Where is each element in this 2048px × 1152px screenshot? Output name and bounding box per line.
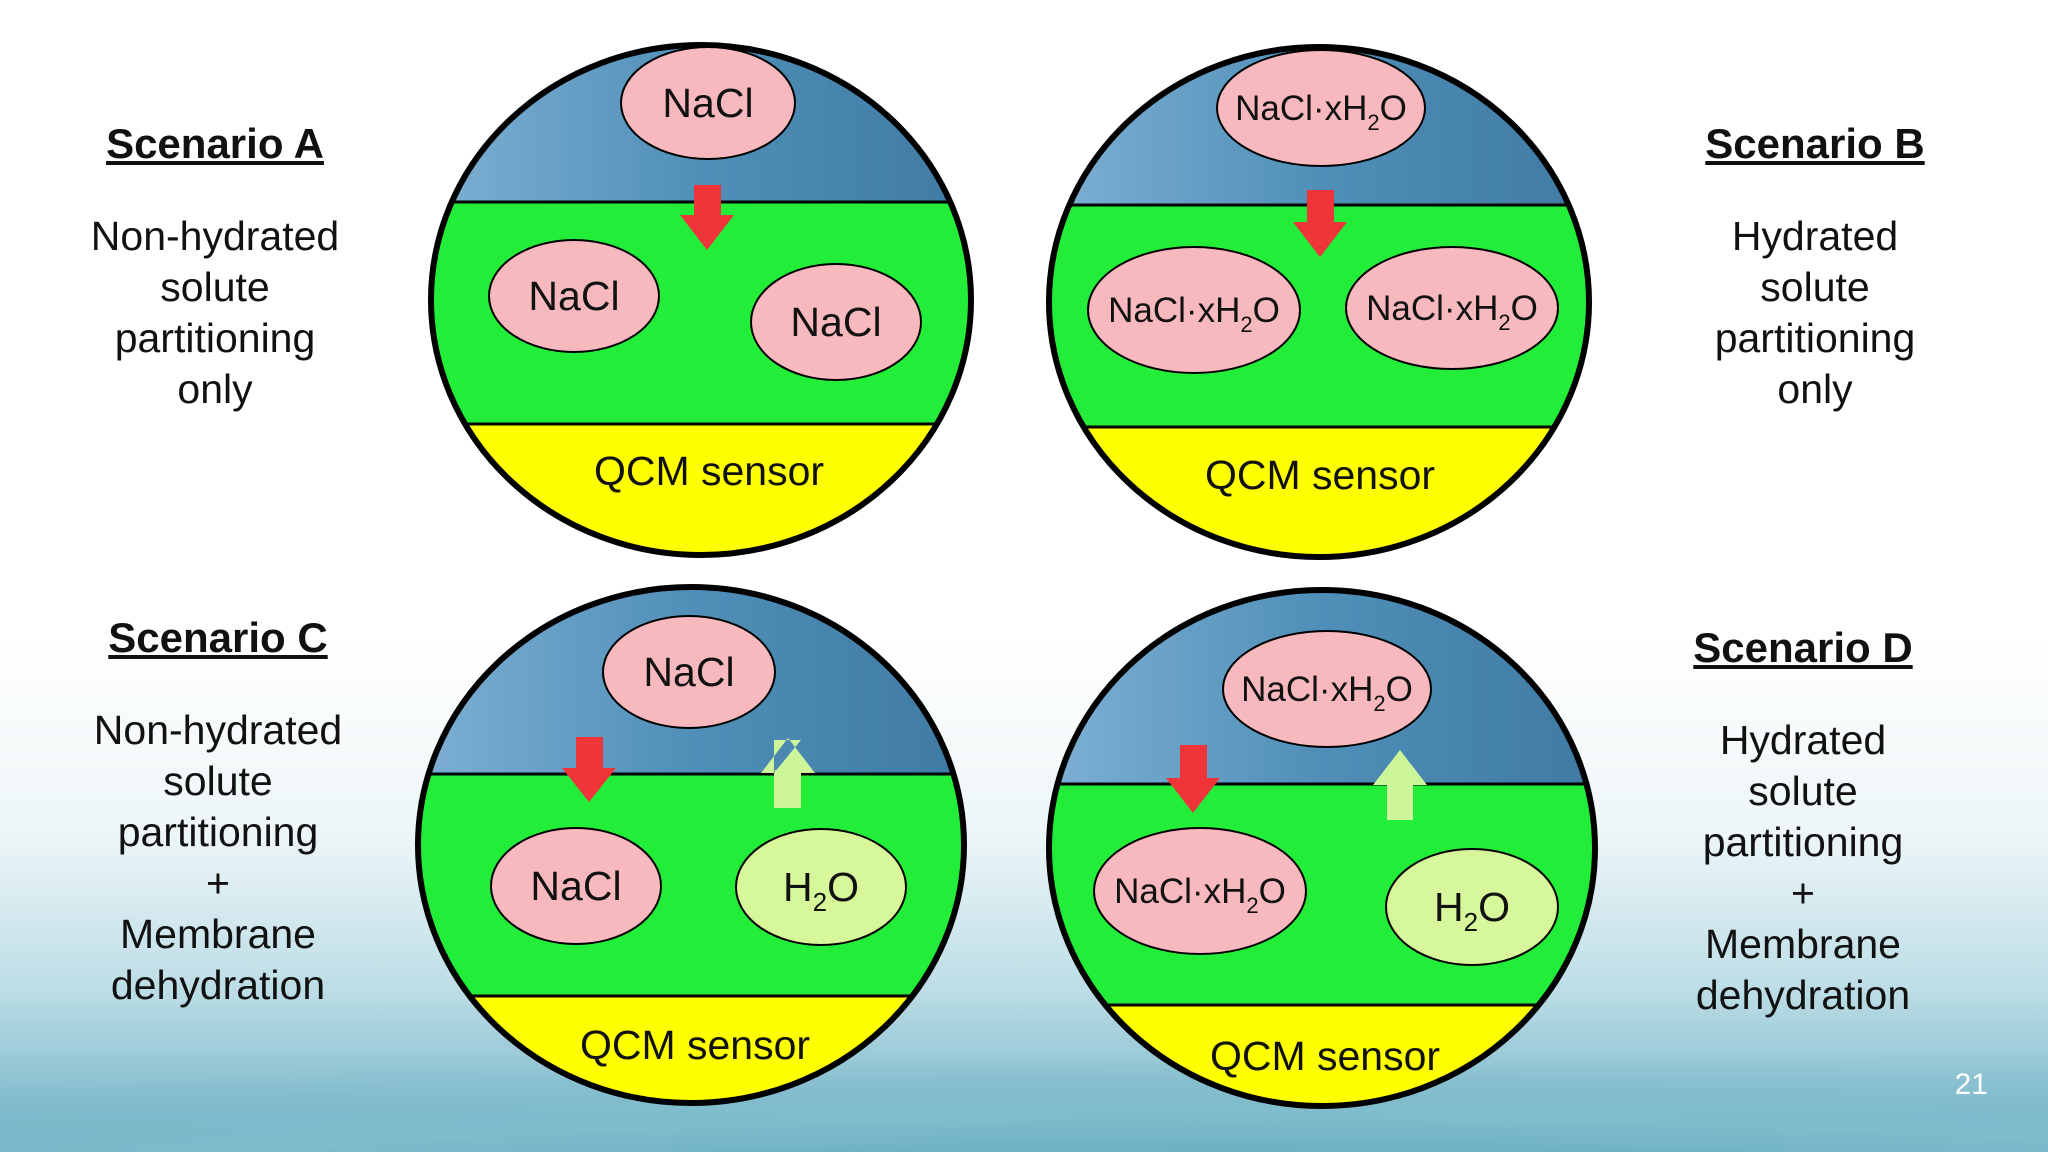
scenario-d-diagram: NaCl·xH2O NaCl·xH2O H2O QCM sensor <box>1046 587 1598 1109</box>
slide-number: 21 <box>1954 1068 1988 1101</box>
water-membrane-ellipse <box>1385 848 1559 966</box>
scenario-c-line-5: Membrane <box>120 911 316 957</box>
scenario-a-heading: Scenario A <box>106 120 324 167</box>
qcm-sensor-label: QCM sensor <box>580 1022 810 1068</box>
scenario-d-heading: Scenario D <box>1693 624 1913 671</box>
scenario-c-diagram: NaCl NaCl H2O QCM sensor <box>415 584 967 1106</box>
qcm-sensor-label: QCM sensor <box>594 448 824 494</box>
nacl-membrane-label: NaCl <box>530 863 621 909</box>
nacl-solute-label: NaCl <box>643 649 734 695</box>
scenario-a-line-2: solute <box>160 264 270 310</box>
nacl-solute-label: NaCl <box>662 80 753 126</box>
scenario-a-label: Scenario A Non-hydrated solute partition… <box>60 118 370 415</box>
scenario-d-line-1: Hydrated <box>1719 717 1887 763</box>
scenario-c-label: Scenario C Non-hydrated solute partition… <box>63 612 373 1011</box>
hydrated-membrane-ellipse-1 <box>1087 246 1301 374</box>
scenario-d-line-5: Membrane <box>1705 921 1901 967</box>
scenario-b-line-3: partitioning <box>1714 315 1916 361</box>
scenario-c-line-6: dehydration <box>110 962 326 1008</box>
hydrated-solute-ellipse <box>1216 49 1426 167</box>
partition-arrow-down <box>562 737 616 802</box>
dehydration-arrow-up <box>1373 750 1427 820</box>
nacl-membrane-ellipse <box>490 827 662 945</box>
nacl-membrane-label-2: NaCl <box>790 299 881 345</box>
hydrated-solute-label: NaCl·xH2O <box>1241 670 1413 716</box>
scenario-d-line-3: partitioning <box>1702 819 1904 865</box>
scenario-c-line-1: Non-hydrated <box>93 707 343 753</box>
scenario-a-line-4: only <box>177 366 253 412</box>
hydrated-membrane-label-1: NaCl·xH2O <box>1108 291 1280 337</box>
dehydration-arrow-up-shaft <box>775 770 801 808</box>
partition-arrow-down <box>680 185 734 250</box>
hydrated-membrane-ellipse <box>1093 827 1307 955</box>
scenario-a-diagram: NaCl NaCl NaCl QCM sensor <box>428 42 974 558</box>
qcm-sensor-label: QCM sensor <box>1205 452 1435 498</box>
scenario-d-label: Scenario D Hydrated solute partitioning … <box>1648 622 1958 1021</box>
hydrated-membrane-label-2: NaCl·xH2O <box>1366 289 1538 335</box>
scenario-c-line-3: partitioning <box>117 809 319 855</box>
background-wave <box>0 852 2048 1152</box>
scenario-c-heading: Scenario C <box>108 614 328 661</box>
nacl-membrane-ellipse-2 <box>750 263 922 381</box>
scenario-d-line-6: dehydration <box>1695 972 1911 1018</box>
scenario-d-line-2: solute <box>1748 768 1858 814</box>
nacl-membrane-ellipse-1 <box>488 239 660 353</box>
water-membrane-label: H2O <box>1434 884 1510 937</box>
partition-arrow-down <box>1166 745 1220 813</box>
partition-arrow-down <box>1293 190 1347 257</box>
sensor-layer <box>431 424 971 555</box>
hydrated-solute-label: NaCl·xH2O <box>1235 89 1407 135</box>
scenario-b-label: Scenario B Hydrated solute partitioning … <box>1660 118 1970 415</box>
scenario-d-line-4: + <box>1791 870 1815 916</box>
nacl-solute-ellipse <box>620 46 796 160</box>
nacl-membrane-label-1: NaCl <box>528 273 619 319</box>
scenario-b-line-2: solute <box>1760 264 1870 310</box>
scenario-b-line-1: Hydrated <box>1731 213 1899 259</box>
hydrated-membrane-label: NaCl·xH2O <box>1114 872 1286 918</box>
scenario-b-line-4: only <box>1777 366 1853 412</box>
scenario-c-line-2: solute <box>163 758 273 804</box>
scenario-a-line-3: partitioning <box>114 315 316 361</box>
scenario-a-line-1: Non-hydrated <box>90 213 340 259</box>
scenario-b-heading: Scenario B <box>1705 120 1925 167</box>
water-membrane-ellipse <box>735 828 907 946</box>
hydrated-solute-ellipse <box>1222 630 1432 748</box>
scenario-b-diagram: NaCl·xH2O NaCl·xH2O NaCl·xH2O QCM sensor <box>1046 44 1592 560</box>
hydrated-membrane-ellipse-2 <box>1345 246 1559 370</box>
qcm-sensor-label: QCM sensor <box>1210 1033 1440 1079</box>
nacl-solute-ellipse <box>602 615 776 729</box>
water-membrane-label: H2O <box>783 864 859 917</box>
scenario-c-line-4: + <box>206 860 230 906</box>
